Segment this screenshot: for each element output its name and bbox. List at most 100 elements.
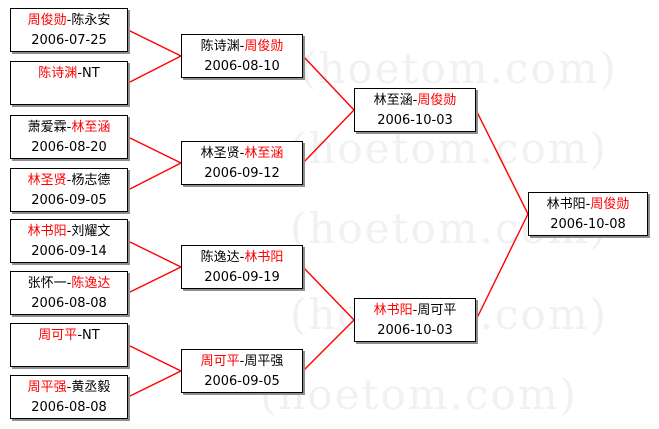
name-separator: - — [239, 39, 245, 54]
loser-name: 陈永安 — [71, 13, 111, 28]
match-box: 林圣贤-林至涵 2006-09-12 — [181, 141, 303, 185]
bracket-connector — [127, 162, 182, 191]
match-date: 2006-08-10 — [204, 59, 280, 74]
match-players: 林圣贤-林至涵 — [182, 144, 302, 164]
match-box: 周俊勋-陈永安 2006-07-25 — [10, 8, 128, 52]
loser-name: 黄丞毅 — [71, 380, 111, 395]
bracket-connector — [127, 344, 182, 372]
winner-name: 林书阳 — [27, 224, 67, 239]
name-separator: - — [66, 224, 72, 239]
loser-name: 刘耀文 — [71, 224, 111, 239]
match-players: 萧爱霖-林至涵 — [11, 118, 127, 138]
bracket-connector — [127, 240, 182, 268]
bracket-connector — [302, 266, 355, 321]
match-date: 2006-10-08 — [550, 217, 626, 232]
name-separator: - — [66, 380, 72, 395]
loser-name: 林书阳 — [546, 197, 586, 212]
name-separator: - — [239, 146, 245, 161]
name-separator: - — [77, 328, 83, 343]
winner-name: 周平强 — [27, 380, 67, 395]
match-date: 2006-08-08 — [31, 400, 107, 415]
name-separator: - — [412, 303, 418, 318]
match-players: 周可平-周平强 — [182, 352, 302, 372]
match-date: 2006-09-05 — [31, 193, 107, 208]
bracket-connector — [127, 29, 182, 57]
name-separator: - — [66, 13, 72, 28]
winner-name: 林书阳 — [244, 250, 284, 265]
winner-name: 周俊勋 — [417, 93, 457, 108]
bracket-connector — [475, 109, 529, 215]
winner-name: 陈诗渊 — [38, 66, 78, 81]
match-players: 张怀一-陈逸达 — [11, 274, 127, 294]
bracket-connector — [127, 136, 182, 164]
match-box: 林书阳-周俊勋 2006-10-08 — [528, 192, 648, 236]
winner-name: 周可平 — [38, 328, 78, 343]
match-box: 林圣贤-杨志德 2006-09-05 — [10, 168, 128, 212]
match-date: 2006-09-12 — [204, 166, 280, 181]
winner-name: 陈逸达 — [71, 276, 111, 291]
name-separator: - — [239, 354, 245, 369]
loser-name: NT — [82, 328, 100, 343]
match-box: 周平强-黄丞毅 2006-08-08 — [10, 375, 128, 419]
loser-name: 陈诗渊 — [200, 39, 240, 54]
match-date: 2006-09-19 — [204, 270, 280, 285]
match-box: 张怀一-陈逸达 2006-08-08 — [10, 271, 128, 315]
bracket-connector — [127, 266, 182, 294]
loser-name: NT — [82, 66, 100, 81]
bracket-connector — [475, 213, 529, 321]
winner-name: 林圣贤 — [27, 173, 67, 188]
match-players: 林书阳-刘耀文 — [11, 222, 127, 242]
match-date: 2006-10-03 — [377, 113, 453, 128]
name-separator: - — [412, 93, 418, 108]
bracket-connector — [127, 55, 182, 84]
match-date: 2006-07-25 — [31, 33, 107, 48]
loser-name: 张怀一 — [27, 276, 67, 291]
match-players: 陈诗渊-NT — [11, 64, 127, 84]
name-separator: - — [66, 120, 72, 135]
loser-name: 周平强 — [244, 354, 284, 369]
match-players: 陈诗渊-周俊勋 — [182, 37, 302, 57]
winner-name: 周俊勋 — [27, 13, 67, 28]
match-box: 陈逸达-林书阳 2006-09-19 — [181, 245, 303, 289]
match-box: 萧爱霖-林至涵 2006-08-20 — [10, 115, 128, 159]
match-box: 陈诗渊-周俊勋 2006-08-10 — [181, 34, 303, 78]
name-separator: - — [77, 66, 83, 81]
match-box: 周可平-NT — [10, 323, 128, 367]
loser-name: 林圣贤 — [200, 146, 240, 161]
winner-name: 周俊勋 — [590, 197, 630, 212]
loser-name: 萧爱霖 — [27, 120, 67, 135]
name-separator: - — [239, 250, 245, 265]
match-players: 陈逸达-林书阳 — [182, 248, 302, 268]
match-box: 林书阳-周可平 2006-10-03 — [354, 298, 476, 342]
loser-name: 陈逸达 — [200, 250, 240, 265]
name-separator: - — [585, 197, 591, 212]
bracket-connector — [302, 109, 355, 164]
match-box: 林书阳-刘耀文 2006-09-14 — [10, 219, 128, 263]
match-date: 2006-10-03 — [377, 323, 453, 338]
match-date: 2006-09-14 — [31, 244, 107, 259]
winner-name: 林书阳 — [373, 303, 413, 318]
loser-name: 杨志德 — [71, 173, 111, 188]
match-players: 林书阳-周俊勋 — [529, 195, 647, 215]
match-players: 周平强-黄丞毅 — [11, 378, 127, 398]
loser-name: 周可平 — [417, 303, 457, 318]
winner-name: 林至涵 — [244, 146, 284, 161]
bracket-connector — [302, 319, 355, 372]
bracket-connector — [127, 370, 182, 398]
match-players: 林至涵-周俊勋 — [355, 91, 475, 111]
loser-name: 林至涵 — [373, 93, 413, 108]
winner-name: 周俊勋 — [244, 39, 284, 54]
match-box: 陈诗渊-NT — [10, 61, 128, 105]
winner-name: 周可平 — [200, 354, 240, 369]
match-players: 林书阳-周可平 — [355, 301, 475, 321]
name-separator: - — [66, 173, 72, 188]
winner-name: 林至涵 — [71, 120, 111, 135]
bracket-connector — [302, 55, 355, 111]
match-players: 林圣贤-杨志德 — [11, 171, 127, 191]
match-date: 2006-08-20 — [31, 140, 107, 155]
match-players: 周可平-NT — [11, 326, 127, 346]
match-date: 2006-08-08 — [31, 296, 107, 311]
